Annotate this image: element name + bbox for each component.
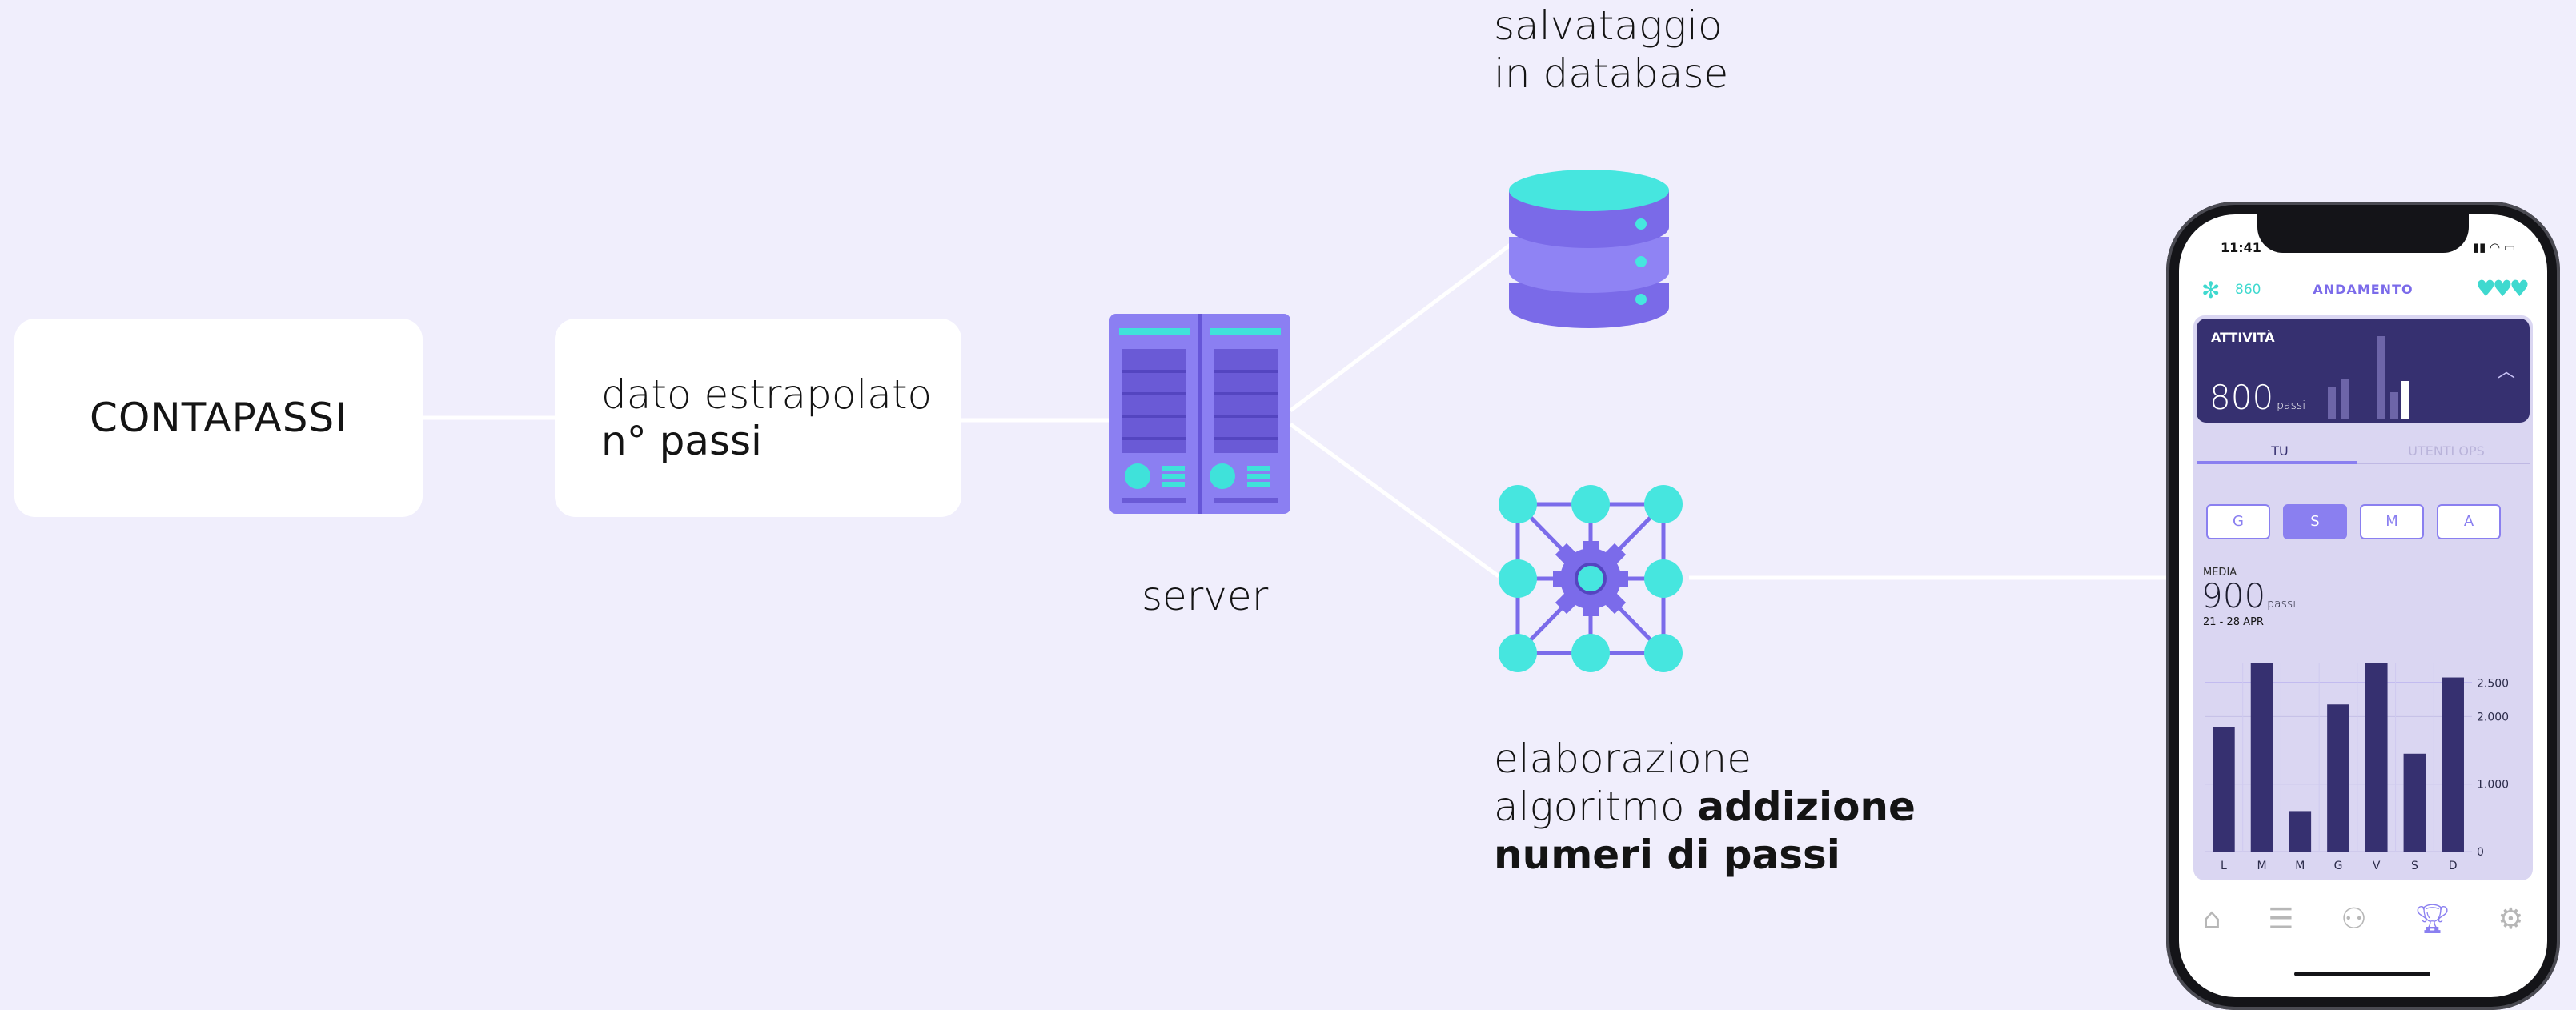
x-tick-label: S xyxy=(2411,860,2418,872)
database-label: salvataggio in database xyxy=(1494,2,1728,98)
signal-wifi-battery-icon: ▮▮ ◠ ▭ xyxy=(2472,240,2515,255)
period-button-a[interactable]: A xyxy=(2437,504,2501,539)
database-icon xyxy=(1509,170,1669,328)
tab-utenti-ops[interactable]: UTENTI OPS xyxy=(2408,443,2485,459)
step-data-box: dato estrapolato n° passi xyxy=(555,319,961,517)
app-logo-icon: ✻ xyxy=(2201,277,2221,303)
phone-screen: 11:41 ▮▮ ◠ ▭ ✻ 860 ANDAMENTO ♥♥♥ ATTIVIT… xyxy=(2179,214,2547,997)
activity-title: ATTIVITÀ xyxy=(2211,330,2275,345)
media-unit: passi xyxy=(2267,598,2297,611)
activity-unit: passi xyxy=(2277,399,2306,412)
bar xyxy=(2365,663,2388,852)
phone-mockup: 11:41 ▮▮ ◠ ▭ ✻ 860 ANDAMENTO ♥♥♥ ATTIVIT… xyxy=(2166,202,2560,1010)
logo-count: 860 xyxy=(2235,282,2261,298)
y-tick-label: 2.000 xyxy=(2477,711,2509,723)
bar xyxy=(2403,753,2426,852)
database-label-line2: in database xyxy=(1494,50,1729,97)
period-button-m[interactable]: M xyxy=(2360,504,2424,539)
x-tick-label: D xyxy=(2449,860,2458,872)
home-icon[interactable]: ⌂ xyxy=(2202,902,2221,936)
x-tick-label: V xyxy=(2373,860,2381,872)
chevron-up-icon[interactable]: ︿ xyxy=(2497,362,2515,382)
gear-icon[interactable]: ⚙ xyxy=(2498,902,2524,936)
algorithm-network-icon xyxy=(1499,485,1683,672)
activity-number: 800 xyxy=(2209,378,2274,417)
bar xyxy=(2289,811,2312,852)
x-tick-label: M xyxy=(2295,860,2305,872)
y-tick-label: 0 xyxy=(2477,846,2484,859)
step-count-label: n° passi xyxy=(601,418,762,464)
bar xyxy=(2250,663,2273,852)
activity-mini-chart xyxy=(2328,336,2409,419)
status-time: 11:41 xyxy=(2221,240,2261,255)
bar xyxy=(2442,677,2464,852)
connector-server-db xyxy=(1289,242,1513,412)
database-label-line1: salvataggio xyxy=(1494,2,1723,49)
user-tabs: TU UTENTI OPS xyxy=(2197,440,2530,464)
media-date-range: 21 - 28 APR xyxy=(2203,616,2264,628)
contapassi-box: CONTAPASSI xyxy=(14,319,423,517)
algorithm-label-line2: algoritmo addizione xyxy=(1494,783,1916,831)
bottom-nav: ⌂ ☰ ⚇ 🏆︎ ⚙ xyxy=(2179,887,2547,951)
algorithm-label-line3: numeri di passi xyxy=(1494,832,1840,878)
connector-server-algo xyxy=(1289,422,1500,579)
media-label: MEDIA xyxy=(2203,567,2237,579)
algorithm-label: elaborazione algoritmo addizione numeri … xyxy=(1494,735,1916,879)
algorithm-label-line1: elaborazione xyxy=(1494,735,1751,782)
period-button-s[interactable]: S xyxy=(2283,504,2347,539)
bar xyxy=(2327,704,2349,852)
home-indicator xyxy=(2294,972,2430,976)
media-number: 900 xyxy=(2201,576,2266,615)
tab-tu[interactable]: TU xyxy=(2271,443,2289,459)
phone-notch xyxy=(2257,214,2469,253)
contapassi-label: CONTAPASSI xyxy=(90,395,347,441)
x-tick-label: L xyxy=(2221,860,2227,872)
tab-tu-underline xyxy=(2197,461,2357,464)
algorithm-label-prefix: algoritmo xyxy=(1494,784,1698,830)
algorithm-label-bold: addizione xyxy=(1697,784,1916,830)
y-tick-label: 1.000 xyxy=(2477,779,2509,792)
hearts-icon: ♥♥♥ xyxy=(2475,275,2530,302)
x-tick-label: M xyxy=(2257,860,2267,872)
list-icon[interactable]: ☰ xyxy=(2268,902,2294,936)
server-icon xyxy=(1109,314,1290,514)
x-tick-label: G xyxy=(2334,860,2343,872)
trophy-icon[interactable]: 🏆︎ xyxy=(2413,903,2451,936)
period-button-g[interactable]: G xyxy=(2206,504,2270,539)
bar xyxy=(2213,727,2235,852)
server-label: server xyxy=(1142,573,1269,619)
y-tick-label: 2.500 xyxy=(2477,677,2509,690)
step-data-label: dato estrapolato xyxy=(601,371,933,418)
app-title: ANDAMENTO xyxy=(2313,282,2413,297)
people-icon[interactable]: ⚇ xyxy=(2341,902,2367,936)
